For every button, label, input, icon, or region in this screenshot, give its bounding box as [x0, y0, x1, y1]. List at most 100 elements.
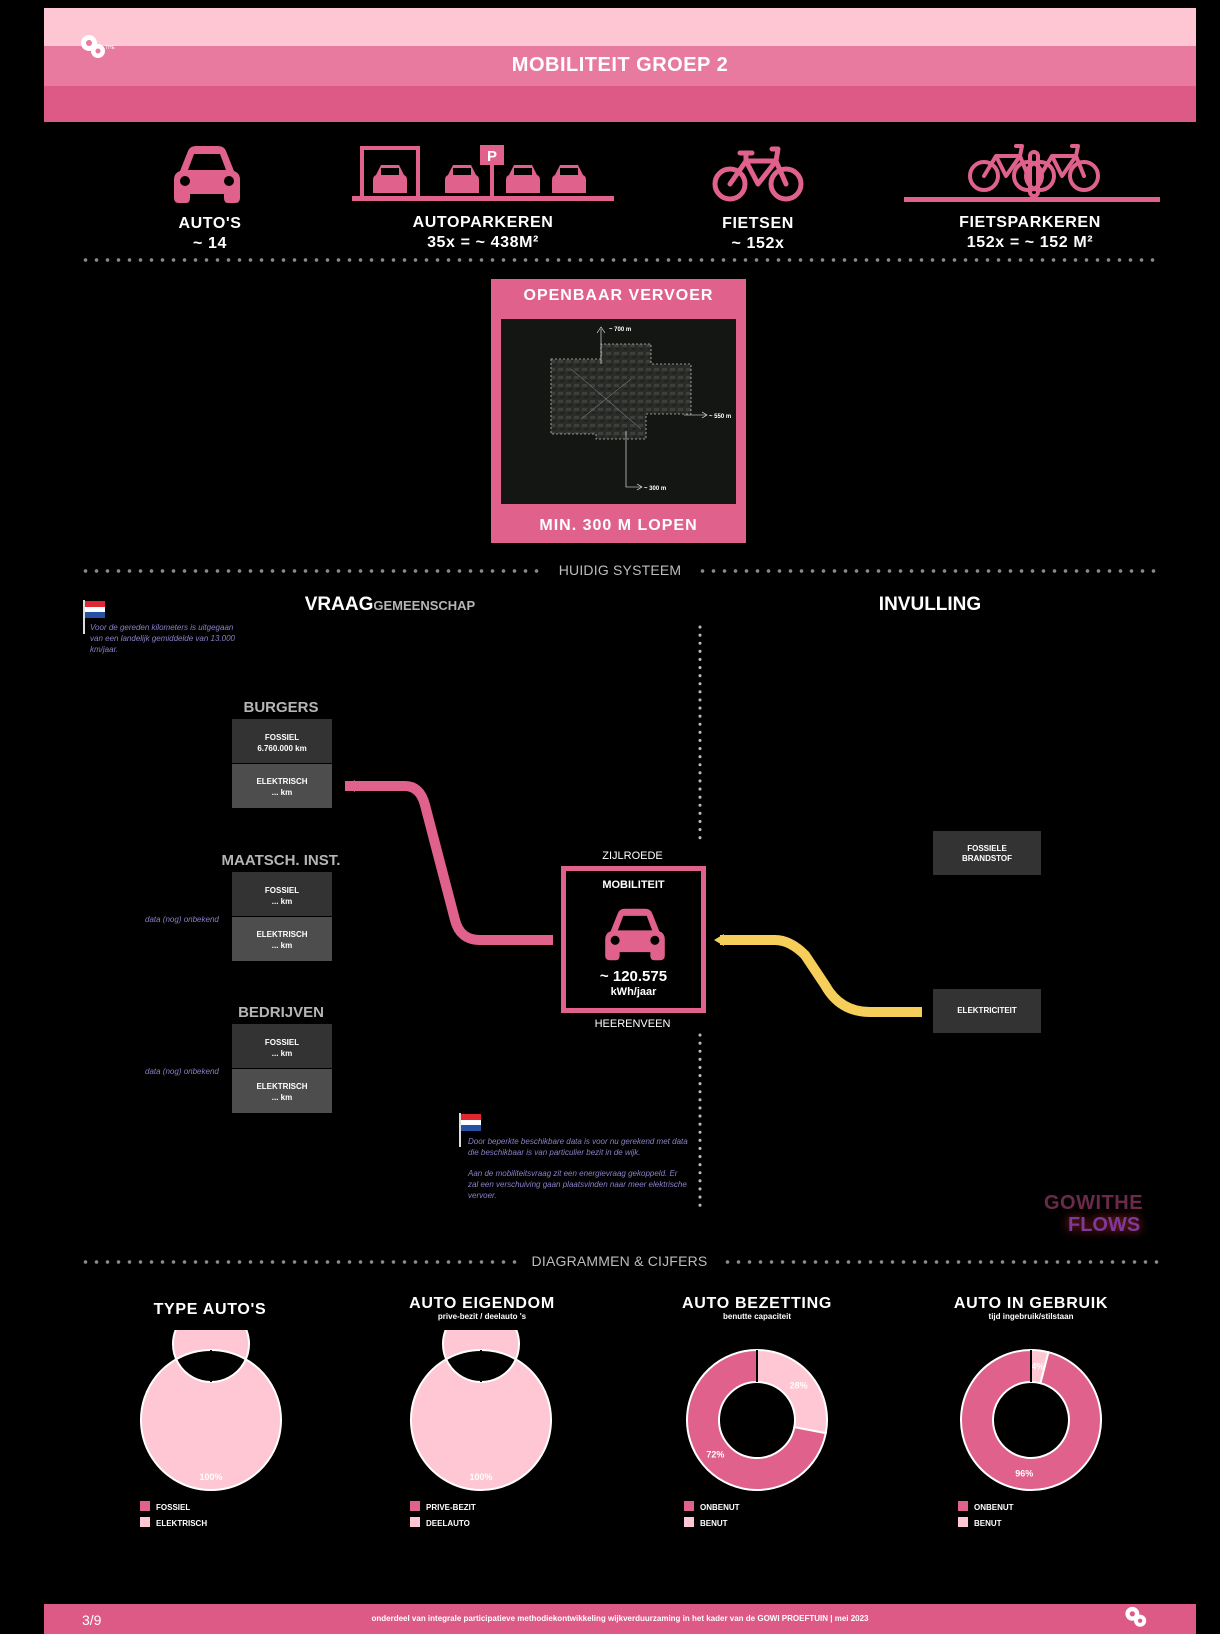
- divider-dots-right: [697, 569, 1160, 573]
- box-bedrijven-elektrisch-value: ... km: [271, 1093, 293, 1102]
- group-title-maatsch: MAATSCH. INST.: [221, 852, 341, 869]
- section-label-diagrams: DIAGRAMMEN & CIJFERS: [531, 1253, 708, 1269]
- box-maatsch-fossiel: FOSSIEL ... km: [232, 872, 332, 916]
- legend-3-item-1: BENUT: [958, 1516, 1014, 1532]
- box-bedrijven-fossiel-label: FOSSIEL: [264, 1038, 300, 1047]
- legend-2-label-1: BENUT: [700, 1519, 728, 1528]
- flow-line-pink: [345, 781, 553, 945]
- header-band-light: [44, 8, 1196, 46]
- chart-title-3-text: AUTO IN GEBRUIK: [953, 1295, 1109, 1312]
- chart-subtitle-3: tijd ingebruik/stilstaan: [988, 1312, 1074, 1321]
- legend-3-label-1: BENUT: [974, 1519, 1002, 1528]
- header-band: MOBILITEIT GROEP 2 THE: [44, 8, 1196, 122]
- legend-0-label-1: ELEKTRISCH: [156, 1519, 208, 1528]
- vraag-title-sub: GEMEENSCHAP: [373, 598, 476, 613]
- legend-1-label-0: PRIVE-BEZIT: [426, 1503, 476, 1512]
- box-burgers-fossiel-label: FOSSIEL: [264, 733, 300, 742]
- page-title: MOBILITEIT GROEP 2: [511, 54, 729, 76]
- stat-cars: AUTO'S ~ 14: [150, 214, 270, 254]
- donut-3-slice-0: [960, 1348, 1102, 1491]
- logo-text-bottom: FLOWS: [1068, 1214, 1141, 1236]
- legend-2-item-0: ONBENUT: [684, 1500, 740, 1516]
- legend-swatch: [410, 1517, 420, 1527]
- legend-1-item-1: DEELAUTO: [410, 1516, 476, 1532]
- center-value: ~ 120.575: [599, 968, 668, 985]
- box-maatsch-fossiel-value: ... km: [271, 897, 293, 906]
- footer-text: onderdeel van integrale participatieve m…: [371, 1614, 869, 1623]
- box-bedrijven-fossiel: FOSSIEL ... km: [232, 1024, 332, 1068]
- legend-swatch: [684, 1501, 694, 1511]
- stat-car-parking: AUTOPARKEREN 35x = ~ 438M²: [383, 213, 583, 253]
- distance-550-label: ~ 550 m: [709, 414, 731, 420]
- donut-2-slice-0: [686, 1348, 827, 1491]
- center-top-label: ZIJLROEDE: [602, 850, 663, 862]
- chart-title-2: AUTO BEZETTING benutte capaciteit: [652, 1296, 862, 1322]
- page-number: 3/9: [82, 1612, 102, 1628]
- box-burgers-elektrisch: ELEKTRISCH ... km: [232, 764, 332, 808]
- footer-bar: 3/9 onderdeel van integrale participatie…: [44, 1604, 1196, 1634]
- donut-3-label-1: 4%: [1031, 1361, 1044, 1371]
- stat-cars-value: ~ 14: [193, 235, 227, 252]
- stat-bike-parking-value: 152x = ~ 152 M²: [966, 234, 1094, 251]
- source-fossil-label: FOSSIELE BRANDSTOF: [961, 844, 1013, 863]
- aerial-map-image: ~ 700 m ~ 550 m ~ 300 m: [501, 319, 736, 504]
- vraag-title-main: VRAAG: [304, 594, 374, 615]
- car-parking-icon: P: [352, 145, 614, 201]
- legend-swatch: [958, 1517, 968, 1527]
- stat-bike-parking: FIETSPARKEREN 152x = ~ 152 M²: [920, 213, 1140, 253]
- donut-2-label-1: 28%: [790, 1381, 808, 1391]
- donut-charts: 100% 100% 28% 72% 4% 96%: [139, 1330, 1102, 1491]
- box-maatsch-elektrisch-value: ... km: [271, 941, 293, 950]
- divider-dots-top: [80, 258, 1160, 262]
- header-band-dark: [44, 86, 1196, 122]
- center-box: MOBILITEIT ~ 120.575 kWh/jaar: [561, 866, 706, 1013]
- stat-bikes: FIETSEN ~ 152x: [698, 214, 818, 254]
- legend-1: PRIVE-BEZIT DEELAUTO: [410, 1500, 476, 1532]
- logo-text-top: GOWITHE: [1044, 1192, 1144, 1214]
- header-band-mid: [44, 46, 1196, 86]
- vraag-title: VRAAGGEMEENSCHAP: [280, 594, 500, 616]
- legend-swatch: [958, 1501, 968, 1511]
- divider-dots-left: [80, 569, 540, 573]
- center-bottom-label: HEERENVEEN: [594, 1018, 671, 1030]
- bottom-note-p2: Aan de mobiliteitsvraag zit een energiev…: [468, 1169, 687, 1200]
- center-car-icon: [605, 908, 665, 961]
- group-title-bedrijven: BEDRIJVEN: [238, 1004, 324, 1021]
- chart-title-0-text: TYPE AUTO'S: [153, 1301, 267, 1318]
- center-unit: kWh/jaar: [610, 986, 657, 998]
- stat-bike-parking-label: FIETSPARKEREN: [959, 214, 1101, 231]
- legend-1-label-1: DEELAUTO: [426, 1519, 470, 1528]
- group-title-burgers: BURGERS: [243, 699, 319, 716]
- donut-3-label-0: 96%: [1015, 1469, 1033, 1479]
- legend-3-label-0: ONBENUT: [974, 1503, 1014, 1512]
- donut-2-label-0: 72%: [706, 1449, 724, 1459]
- chart-title-3: AUTO IN GEBRUIK tijd ingebruik/stilstaan: [926, 1296, 1136, 1322]
- legend-3-item-0: ONBENUT: [958, 1500, 1014, 1516]
- flow-line-yellow: [720, 935, 922, 1017]
- legend-3: ONBENUT BENUT: [958, 1500, 1014, 1532]
- legend-2-item-1: BENUT: [684, 1516, 740, 1532]
- parking-sign-label: P: [487, 148, 497, 165]
- stat-bikes-value: ~ 152x: [731, 235, 785, 252]
- stat-car-parking-value: 35x = ~ 438M²: [427, 234, 539, 251]
- svg-text:THE: THE: [105, 45, 116, 51]
- box-maatsch-fossiel-label: FOSSIEL: [264, 886, 300, 895]
- bottom-note: Door beperkte beschikbare data is voor n…: [468, 1136, 688, 1201]
- legend-0-item-1: ELEKTRISCH: [140, 1516, 207, 1532]
- legend-swatch: [684, 1517, 694, 1527]
- chart-title-2-text: AUTO BEZETTING: [682, 1295, 832, 1312]
- donut-1-label-1: 100%: [469, 1472, 492, 1482]
- distance-300-label: ~ 300 m: [644, 486, 666, 492]
- ov-footer: MIN. 300 M LOPEN: [539, 517, 698, 534]
- box-burgers-elektrisch-label: ELEKTRISCH: [256, 777, 308, 786]
- donut-0-label-1: 100%: [199, 1472, 222, 1482]
- vraag-note: Voor de gereden kilometers is uitgegaan …: [90, 623, 235, 654]
- chart-subtitle-2: benutte capaciteit: [722, 1312, 791, 1321]
- box-maatsch-elektrisch-label: ELEKTRISCH: [256, 930, 308, 939]
- ov-map: ~ 700 m ~ 550 m ~ 300 m: [501, 319, 736, 504]
- source-electric: ELEKTRICITEIT: [933, 989, 1041, 1033]
- bicycle-parking-icon: [904, 144, 1160, 202]
- donut-2-slice-1: [756, 1348, 828, 1435]
- legend-1-item-0: PRIVE-BEZIT: [410, 1500, 476, 1516]
- center-title: MOBILITEIT: [602, 879, 665, 891]
